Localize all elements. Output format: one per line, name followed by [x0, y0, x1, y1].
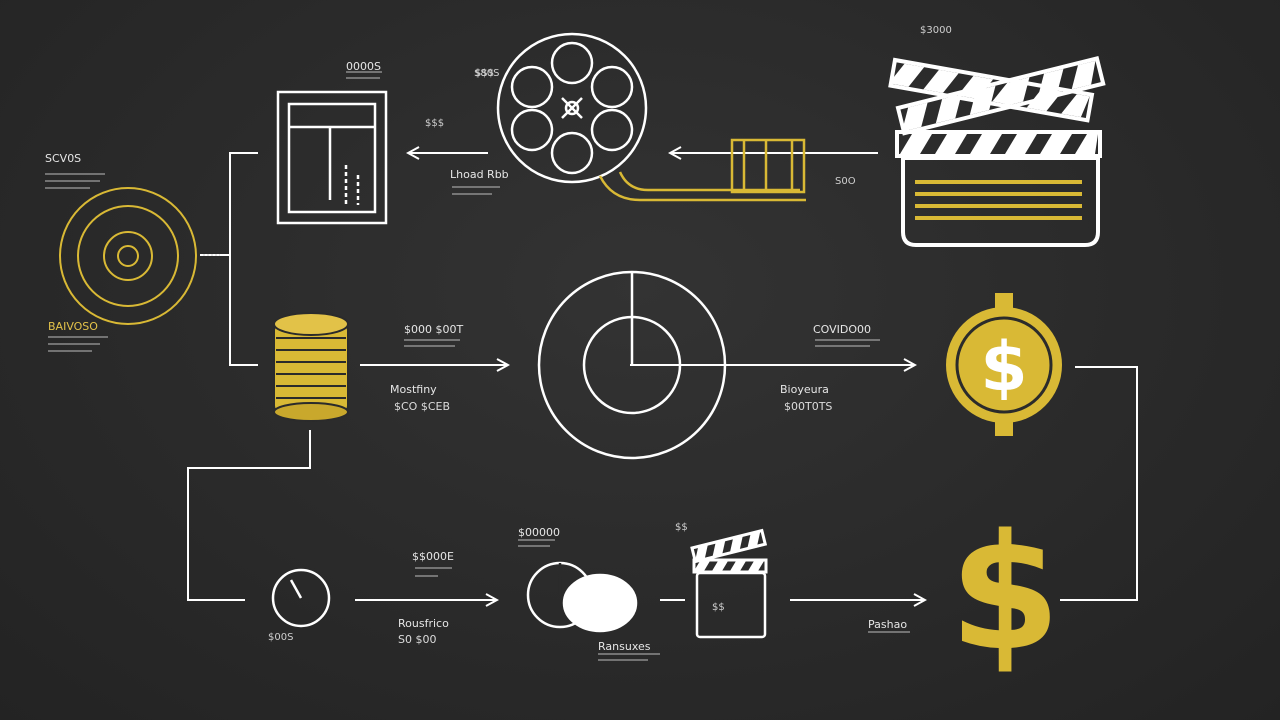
coins-right-title: $000 $00T	[404, 323, 463, 336]
clapper-left-label: S0O	[835, 176, 856, 187]
reel-top-label: $80S	[474, 68, 499, 79]
gauge-right-2: S0 $00	[398, 633, 436, 646]
pie-right-title: COVIDO00	[813, 323, 871, 336]
small-clapper-mid-label: $$	[712, 602, 725, 613]
connector-dollar-right	[1060, 366, 1138, 601]
target-top-label: SCV0S	[45, 152, 81, 165]
clapperboard-icon	[888, 55, 1106, 247]
venn-bottom-label: Ransuxes	[598, 640, 651, 653]
venn-top-label: $00000	[518, 526, 560, 539]
venn-icon	[526, 561, 638, 633]
pie-chart-icon	[537, 270, 727, 460]
connector-target-document	[200, 152, 258, 256]
target-bottom-label: BAIVOSO	[48, 320, 98, 333]
gauge-caption: $00S	[268, 632, 293, 643]
document-side-mark-2: $$$	[425, 118, 444, 129]
dollar-coin-icon: $	[946, 293, 1062, 436]
final-caption: Pashao	[868, 618, 907, 631]
document-right-label: Lhoad Rbb	[450, 168, 509, 181]
document-top-label: 0000S	[346, 60, 381, 73]
document-side-mark: $$$	[475, 68, 494, 79]
dollar-coin-symbol: $	[980, 328, 1027, 407]
small-clapper-top-label: $$	[675, 522, 688, 533]
document-icon	[276, 90, 388, 225]
film-reel-icon	[496, 32, 648, 184]
pie-caption-2: $00T0TS	[784, 400, 832, 413]
target-icon	[59, 187, 197, 325]
connector-coins-gauge	[187, 430, 311, 601]
small-clapper-icon: $$	[690, 528, 768, 639]
text-lines-decor	[45, 71, 910, 661]
dollar-sign-icon: $	[949, 499, 1060, 686]
gauge-right-title: $$000E	[412, 550, 454, 563]
film-strip-icon	[598, 138, 806, 202]
coins-caption-2: $CO $CEB	[394, 400, 450, 413]
pie-caption-1: Bioyeura	[780, 383, 829, 396]
connectors	[187, 152, 1138, 601]
clapper-top-label: $3000	[920, 25, 952, 36]
connector-target-coins	[229, 255, 258, 366]
coins-caption-1: Mostfiny	[390, 383, 437, 396]
gauge-icon	[271, 568, 331, 628]
gauge-right-1: Rousfrico	[398, 617, 449, 630]
coin-stack-icon	[273, 312, 349, 422]
